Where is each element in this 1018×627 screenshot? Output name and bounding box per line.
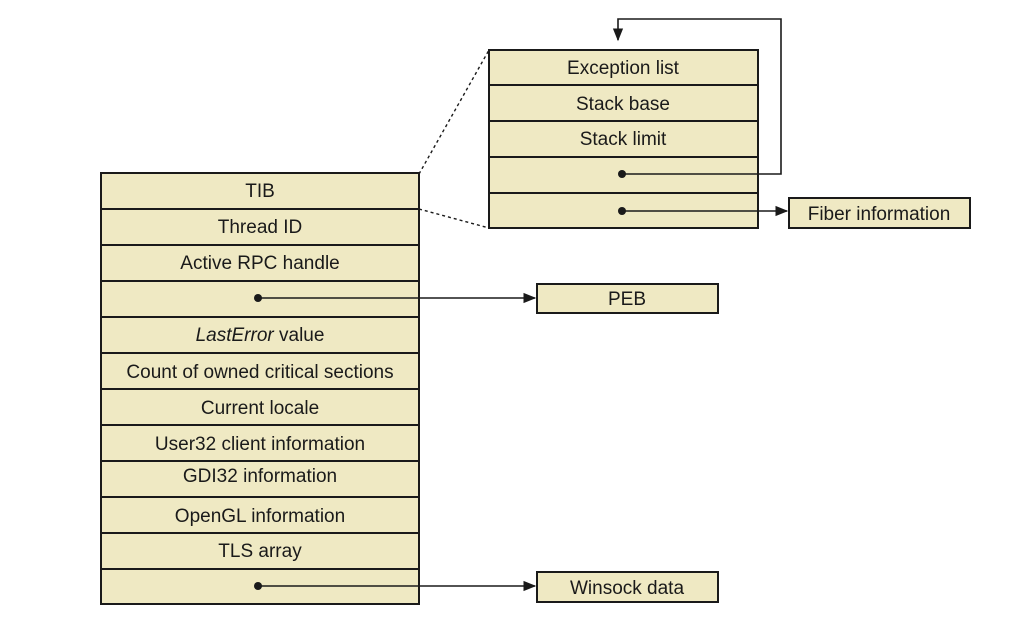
teb-row-tib-label: TIB xyxy=(245,181,275,202)
teb-row-tls-array xyxy=(100,532,420,570)
fiber-box xyxy=(788,197,971,229)
teb-row-thread-id xyxy=(100,208,420,246)
teb-row-gdi32-label: GDI32 information xyxy=(183,466,337,487)
teb-row-lasterror-label: LastError value xyxy=(196,325,325,346)
peb-box-label: PEB xyxy=(608,289,646,310)
winsock-box-label: Winsock data xyxy=(570,578,684,599)
zoom-line-top xyxy=(418,49,490,175)
teb-row-opengl xyxy=(100,496,420,534)
teb-row-user32 xyxy=(100,424,420,462)
self-pointer-arrow xyxy=(612,18,782,175)
teb-row-critical-sections-label: Count of owned critical sections xyxy=(126,362,393,383)
teb-row-critical-sections xyxy=(100,352,420,390)
teb-row-opengl-label: OpenGL information xyxy=(175,506,345,527)
teb-row-thread-id-label: Thread ID xyxy=(218,217,302,238)
tib-expansion-block: Exception list Stack base Stack limit xyxy=(488,49,759,229)
tib-row-stack-limit-label: Stack limit xyxy=(580,129,667,150)
teb-row-locale-label: Current locale xyxy=(201,398,319,419)
peb-box xyxy=(536,283,719,314)
tib-row-stack-base-label: Stack base xyxy=(576,94,670,115)
thread-environment-block: TIB Thread ID Active RPC handle LastErro… xyxy=(100,172,420,605)
teb-row-rpc-handle-label: Active RPC handle xyxy=(180,253,339,274)
zoom-line-bottom xyxy=(418,208,490,229)
winsock-box xyxy=(536,571,719,603)
tib-row-stack-base xyxy=(488,84,759,122)
fiber-box-label: Fiber information xyxy=(808,204,951,225)
teb-row-user32-label: User32 client information xyxy=(155,434,365,455)
teb-row-tls-array-label: TLS array xyxy=(218,541,302,562)
tib-row-exception-list-label: Exception list xyxy=(567,58,680,79)
teb-row-tib xyxy=(100,172,420,210)
